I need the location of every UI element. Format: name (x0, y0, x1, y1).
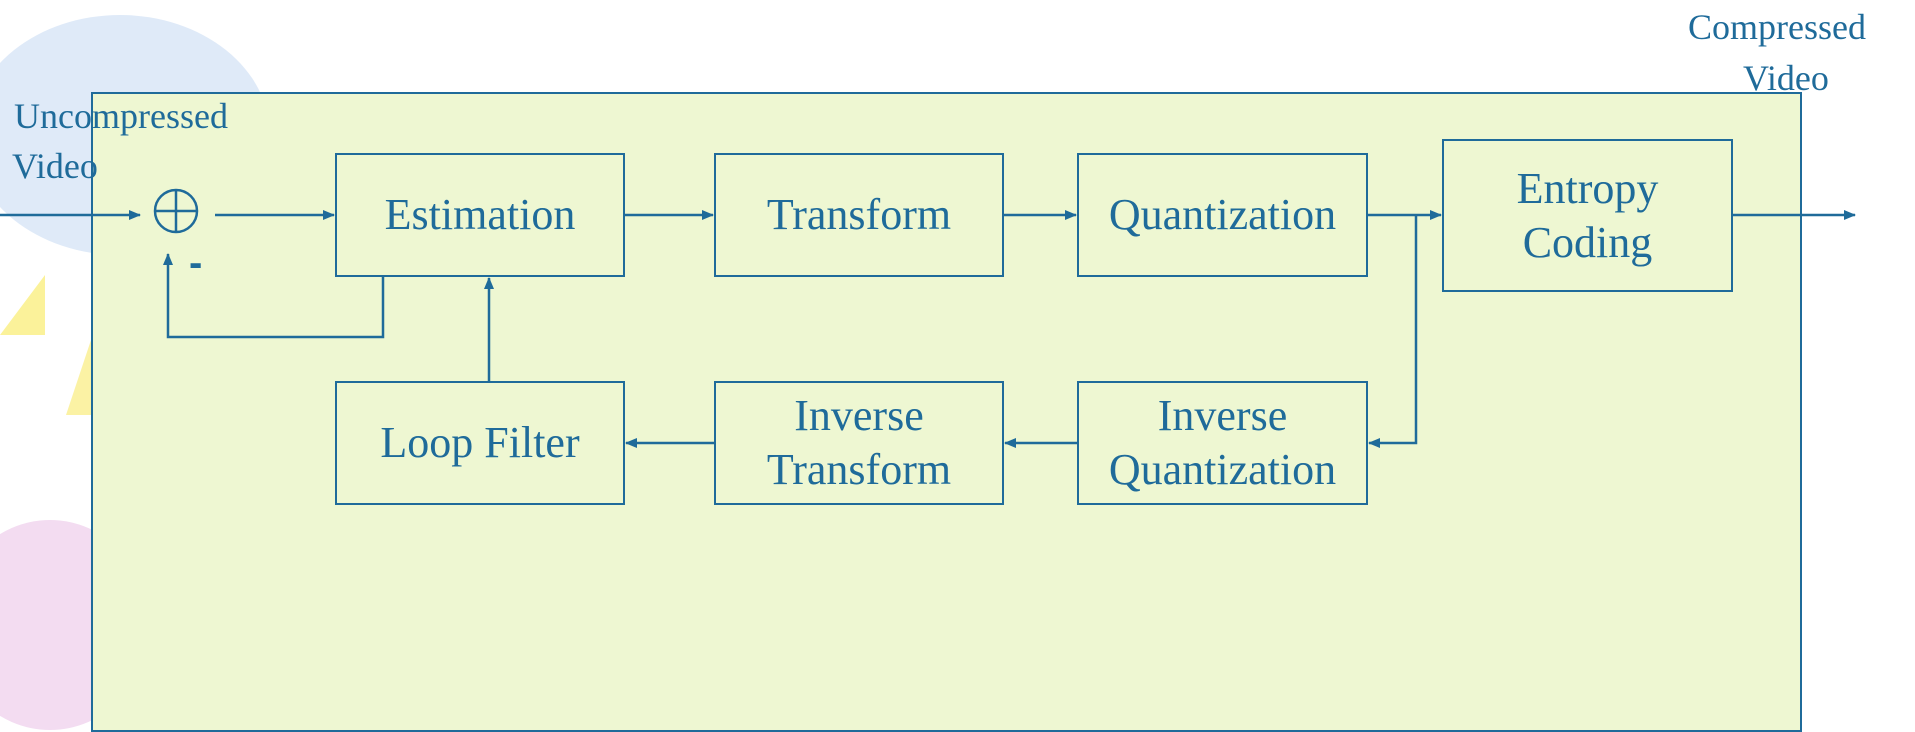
loop-filter-label: Loop Filter (380, 418, 580, 467)
inverse-transform-line2: Transform (766, 445, 952, 494)
quantization-block: Quantization (1077, 153, 1368, 277)
inverse-quantization-line2: Quantization (1108, 445, 1337, 494)
diagram-panel (91, 92, 1802, 732)
decor-yellow-triangle (0, 275, 45, 335)
quantization-label: Quantization (1108, 190, 1337, 239)
connection-wires (0, 188, 1856, 448)
entropy-coding-block: Entropy Coding (1442, 139, 1733, 292)
quantization-feedback-arrow (1368, 215, 1418, 448)
minus-sign: - (189, 241, 203, 285)
output-label-line2: Video (1743, 58, 1829, 98)
loop-filter-block: Loop Filter (335, 381, 625, 505)
entropy-label-line2: Coding (1522, 217, 1653, 267)
inverse-transform-block: Inverse Transform (714, 381, 1004, 505)
input-label-line2: Video (12, 146, 98, 186)
summing-junction-icon (153, 188, 199, 234)
estimation-feedback-arrow (163, 253, 385, 339)
estimation-block: Estimation (335, 153, 625, 277)
output-label-line1: Compressed (1688, 7, 1866, 47)
entropy-label-line1: Entropy (1516, 163, 1659, 213)
inverse-transform-line1: Inverse (794, 391, 924, 440)
inverse-quantization-line1: Inverse (1157, 391, 1288, 440)
input-label-line1: Uncompressed (14, 96, 228, 136)
transform-block: Transform (714, 153, 1004, 277)
estimation-label: Estimation (384, 190, 576, 239)
inverse-quantization-block: Inverse Quantization (1077, 381, 1368, 505)
transform-label: Transform (766, 190, 952, 239)
